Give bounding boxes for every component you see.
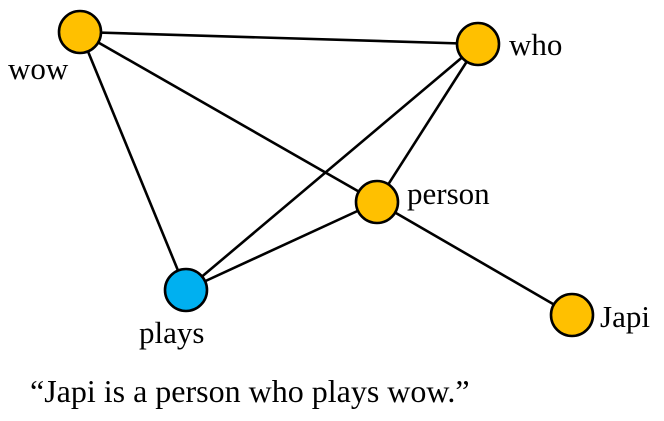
edge-who-plays [185, 43, 479, 291]
sentence-caption: “Japi is a person who plays wow.” [30, 373, 470, 409]
node-japi [549, 292, 595, 338]
node-wow [57, 9, 103, 55]
node-who [455, 21, 501, 67]
node-label-who: who [509, 27, 562, 62]
node-plays [163, 267, 209, 313]
graph-nodes [57, 9, 595, 338]
node-person [354, 179, 400, 225]
edge-person-plays [185, 200, 378, 292]
edge-wow-who [79, 30, 479, 46]
edge-person-japi [376, 200, 573, 317]
node-label-japi: Japi [600, 299, 650, 334]
edge-wow-plays [78, 31, 188, 291]
edge-who-person [375, 43, 480, 203]
node-label-person: person [407, 176, 490, 211]
graph-edges [78, 30, 573, 317]
edge-wow-person [79, 30, 378, 204]
node-label-wow: wow [8, 51, 69, 86]
graph-labels: wow who person plays Japi [8, 27, 650, 350]
node-label-plays: plays [139, 315, 204, 350]
